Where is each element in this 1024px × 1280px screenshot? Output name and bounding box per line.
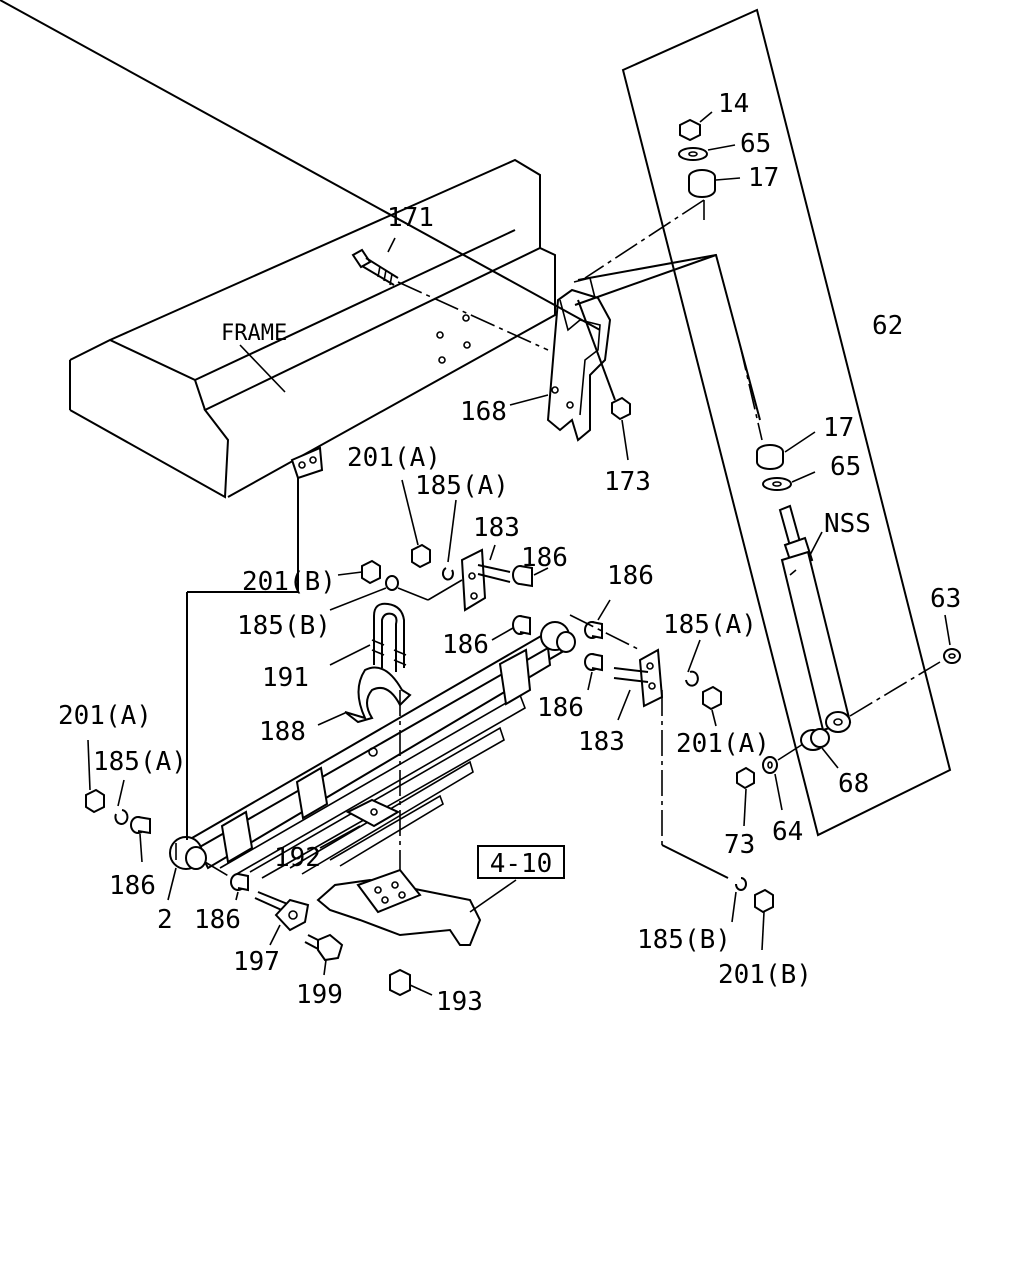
label-185b-left: 185(B) (237, 611, 331, 641)
bushing-186-f (230, 873, 249, 901)
leaf-spring (169, 621, 576, 879)
washer-185a-right (685, 639, 701, 687)
label-186-d: 186 (537, 693, 584, 723)
shackle-183-bottom (613, 648, 664, 721)
label-168: 168 (460, 397, 507, 427)
frame-leader (239, 344, 286, 393)
nut-201a-left (85, 739, 105, 814)
bushing-186-a (512, 565, 549, 588)
nut-14 (679, 111, 713, 142)
washer-64 (762, 743, 804, 811)
bushing-68 (800, 728, 839, 769)
label-201a-top: 201(A) (347, 443, 441, 473)
nut-173 (611, 396, 631, 461)
label-173: 173 (604, 467, 651, 497)
label-191: 191 (262, 663, 309, 693)
label-201a-right: 201(A) (676, 729, 770, 759)
label-186-b: 186 (442, 630, 489, 660)
ref-box: 4-10 (477, 845, 565, 879)
label-199: 199 (296, 980, 343, 1010)
washer-185a-top (442, 499, 457, 581)
nut-73 (736, 766, 755, 827)
washer-65-mid (762, 471, 816, 491)
washer-185a-left (114, 779, 129, 825)
bushing-186-d (584, 653, 603, 691)
label-183-top: 183 (473, 513, 520, 543)
label-201b-right: 201(B) (718, 960, 812, 990)
washer-185b-left (329, 575, 399, 611)
label-frame: FRAME (221, 321, 287, 346)
label-185a-left: 185(A) (93, 747, 187, 777)
label-14: 14 (718, 89, 749, 119)
label-17-top: 17 (748, 163, 779, 193)
label-185b-right: 185(B) (637, 925, 731, 955)
label-185a-right: 185(A) (663, 610, 757, 640)
washer-185b-right (731, 877, 747, 923)
label-62: 62 (872, 311, 903, 341)
nut-201b-left (337, 559, 381, 585)
label-188: 188 (259, 717, 306, 747)
label-186-a: 186 (521, 543, 568, 573)
shock-absorber (778, 504, 852, 733)
label-197: 197 (233, 947, 280, 977)
label-186-f: 186 (194, 905, 241, 935)
label-185a-top: 185(A) (415, 471, 509, 501)
label-65-mid: 65 (830, 452, 861, 482)
nut-201b-right (754, 888, 774, 951)
label-64: 64 (772, 817, 803, 847)
nut-63 (943, 614, 961, 664)
frame-rail (69, 158, 556, 499)
bushing-17-mid (756, 431, 816, 470)
label-201b-left: 201(B) (242, 567, 336, 597)
label-63: 63 (930, 584, 961, 614)
label-65-top: 65 (740, 129, 771, 159)
ref-box-label: 4-10 (490, 849, 553, 879)
nut-193 (389, 968, 433, 997)
label-73: 73 (724, 830, 755, 860)
label-193: 193 (436, 987, 483, 1017)
nut-201a-top (401, 479, 431, 569)
bushing-186-c (584, 599, 611, 640)
bolt-171 (351, 248, 399, 286)
label-2: 2 (157, 905, 173, 935)
shackle-183-top (460, 544, 511, 612)
label-186-c: 186 (607, 561, 654, 591)
shock-group-boundary (621, 8, 952, 837)
axle-seat (316, 868, 517, 946)
label-183-bot: 183 (578, 727, 625, 757)
washer-65-top (678, 144, 736, 161)
label-192: 192 (274, 843, 321, 873)
label-171: 171 (387, 203, 434, 233)
spring-seat-188 (317, 666, 412, 726)
label-186-e: 186 (109, 871, 156, 901)
pin-197 (254, 891, 310, 946)
bolt-199 (304, 933, 344, 976)
label-201a-left: 201(A) (58, 701, 152, 731)
bushing-186-e (130, 816, 151, 863)
u-bolt-191 (329, 602, 407, 672)
bushing-17-top (688, 169, 741, 198)
label-68: 68 (838, 769, 869, 799)
plate-192 (319, 798, 401, 849)
label-nss: NSS (824, 509, 871, 539)
bushing-186-b (491, 615, 531, 641)
label-17-mid: 17 (823, 413, 854, 443)
nut-201a-right (702, 685, 722, 727)
